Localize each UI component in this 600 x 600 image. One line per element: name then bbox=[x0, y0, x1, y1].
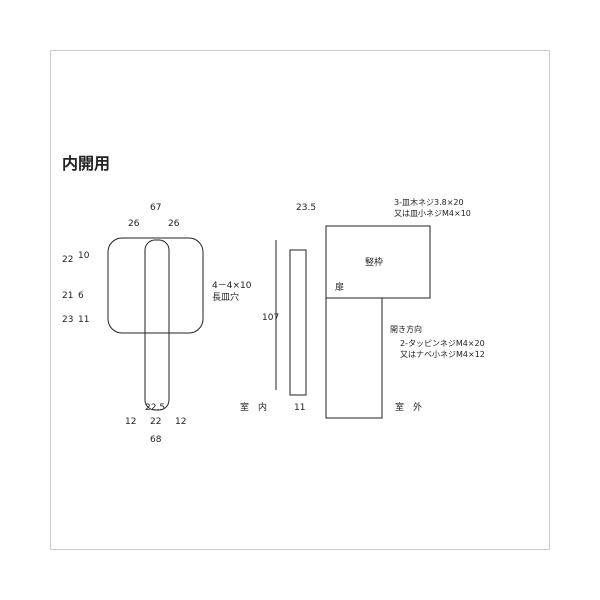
door-label: 扉 bbox=[335, 281, 344, 293]
dim-height: 107 bbox=[262, 313, 279, 323]
dim-h-bottom-inner: 11 bbox=[78, 315, 89, 325]
dim-b-left: 12 bbox=[125, 417, 136, 427]
outdoor-label: 室 外 bbox=[395, 401, 422, 413]
dim-bottom-inner: 22.5 bbox=[145, 403, 165, 413]
slot-note-2: 長皿穴 bbox=[212, 291, 239, 303]
dim-bottom: 11 bbox=[294, 403, 305, 413]
page-title: 内開用 bbox=[62, 154, 111, 173]
dim-h-bottom: 23 bbox=[62, 315, 73, 325]
dim-bottom-overall: 68 bbox=[150, 435, 162, 445]
dim-overall-width: 67 bbox=[150, 203, 161, 213]
latch-arm bbox=[144, 239, 170, 411]
frame-label: 竪枠 bbox=[365, 256, 383, 268]
slot-note: 4－4×10 bbox=[212, 281, 252, 291]
dim-h-top-inner: 10 bbox=[78, 251, 90, 261]
dim-h-mid: 21 bbox=[62, 291, 73, 301]
screw1-alt-label: 又は皿小ネジM4×10 bbox=[394, 209, 471, 218]
dim-h-mid-inner: 6 bbox=[78, 291, 84, 301]
dim-b-mid: 22 bbox=[150, 417, 161, 427]
dim-top: 23.5 bbox=[296, 203, 316, 213]
dim-right-spacing: 26 bbox=[168, 219, 180, 229]
dim-h-top: 22 bbox=[62, 255, 73, 265]
drawing-frame bbox=[50, 50, 550, 550]
latch-body bbox=[107, 237, 204, 334]
open-direction-label: 開き方向 bbox=[390, 324, 422, 334]
dim-left-spacing: 26 bbox=[128, 219, 140, 229]
dim-b-right: 12 bbox=[175, 417, 186, 427]
screw2-alt-label: 又はナベ小ネジM4×12 bbox=[400, 350, 485, 359]
screw2-label: 2-タッピンネジM4×20 bbox=[400, 339, 485, 348]
indoor-label: 室 内 bbox=[240, 401, 267, 413]
screw1-label: 3-皿木ネジ3.8×20 bbox=[394, 197, 464, 207]
